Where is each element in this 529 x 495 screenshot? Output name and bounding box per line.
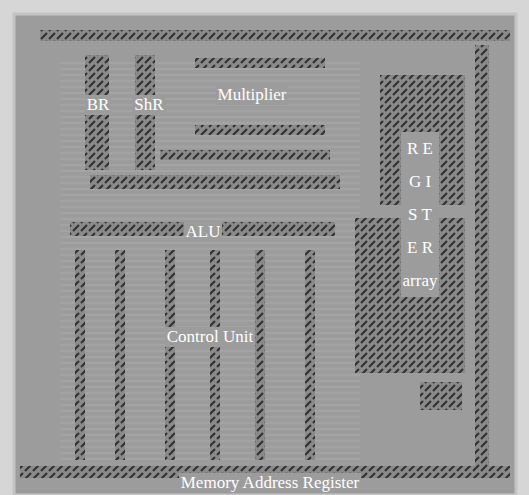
block-label: BR (85, 95, 112, 115)
die (14, 14, 516, 495)
block-label: ALU (184, 222, 223, 242)
block-label: ShR (132, 95, 165, 115)
block-label: R E G I S T E R array (401, 132, 440, 297)
cell-rows (20, 30, 510, 478)
block-label: Memory Address Register (179, 473, 361, 493)
block-label: Control Unit (165, 327, 255, 347)
block-label: Multiplier (216, 85, 289, 105)
